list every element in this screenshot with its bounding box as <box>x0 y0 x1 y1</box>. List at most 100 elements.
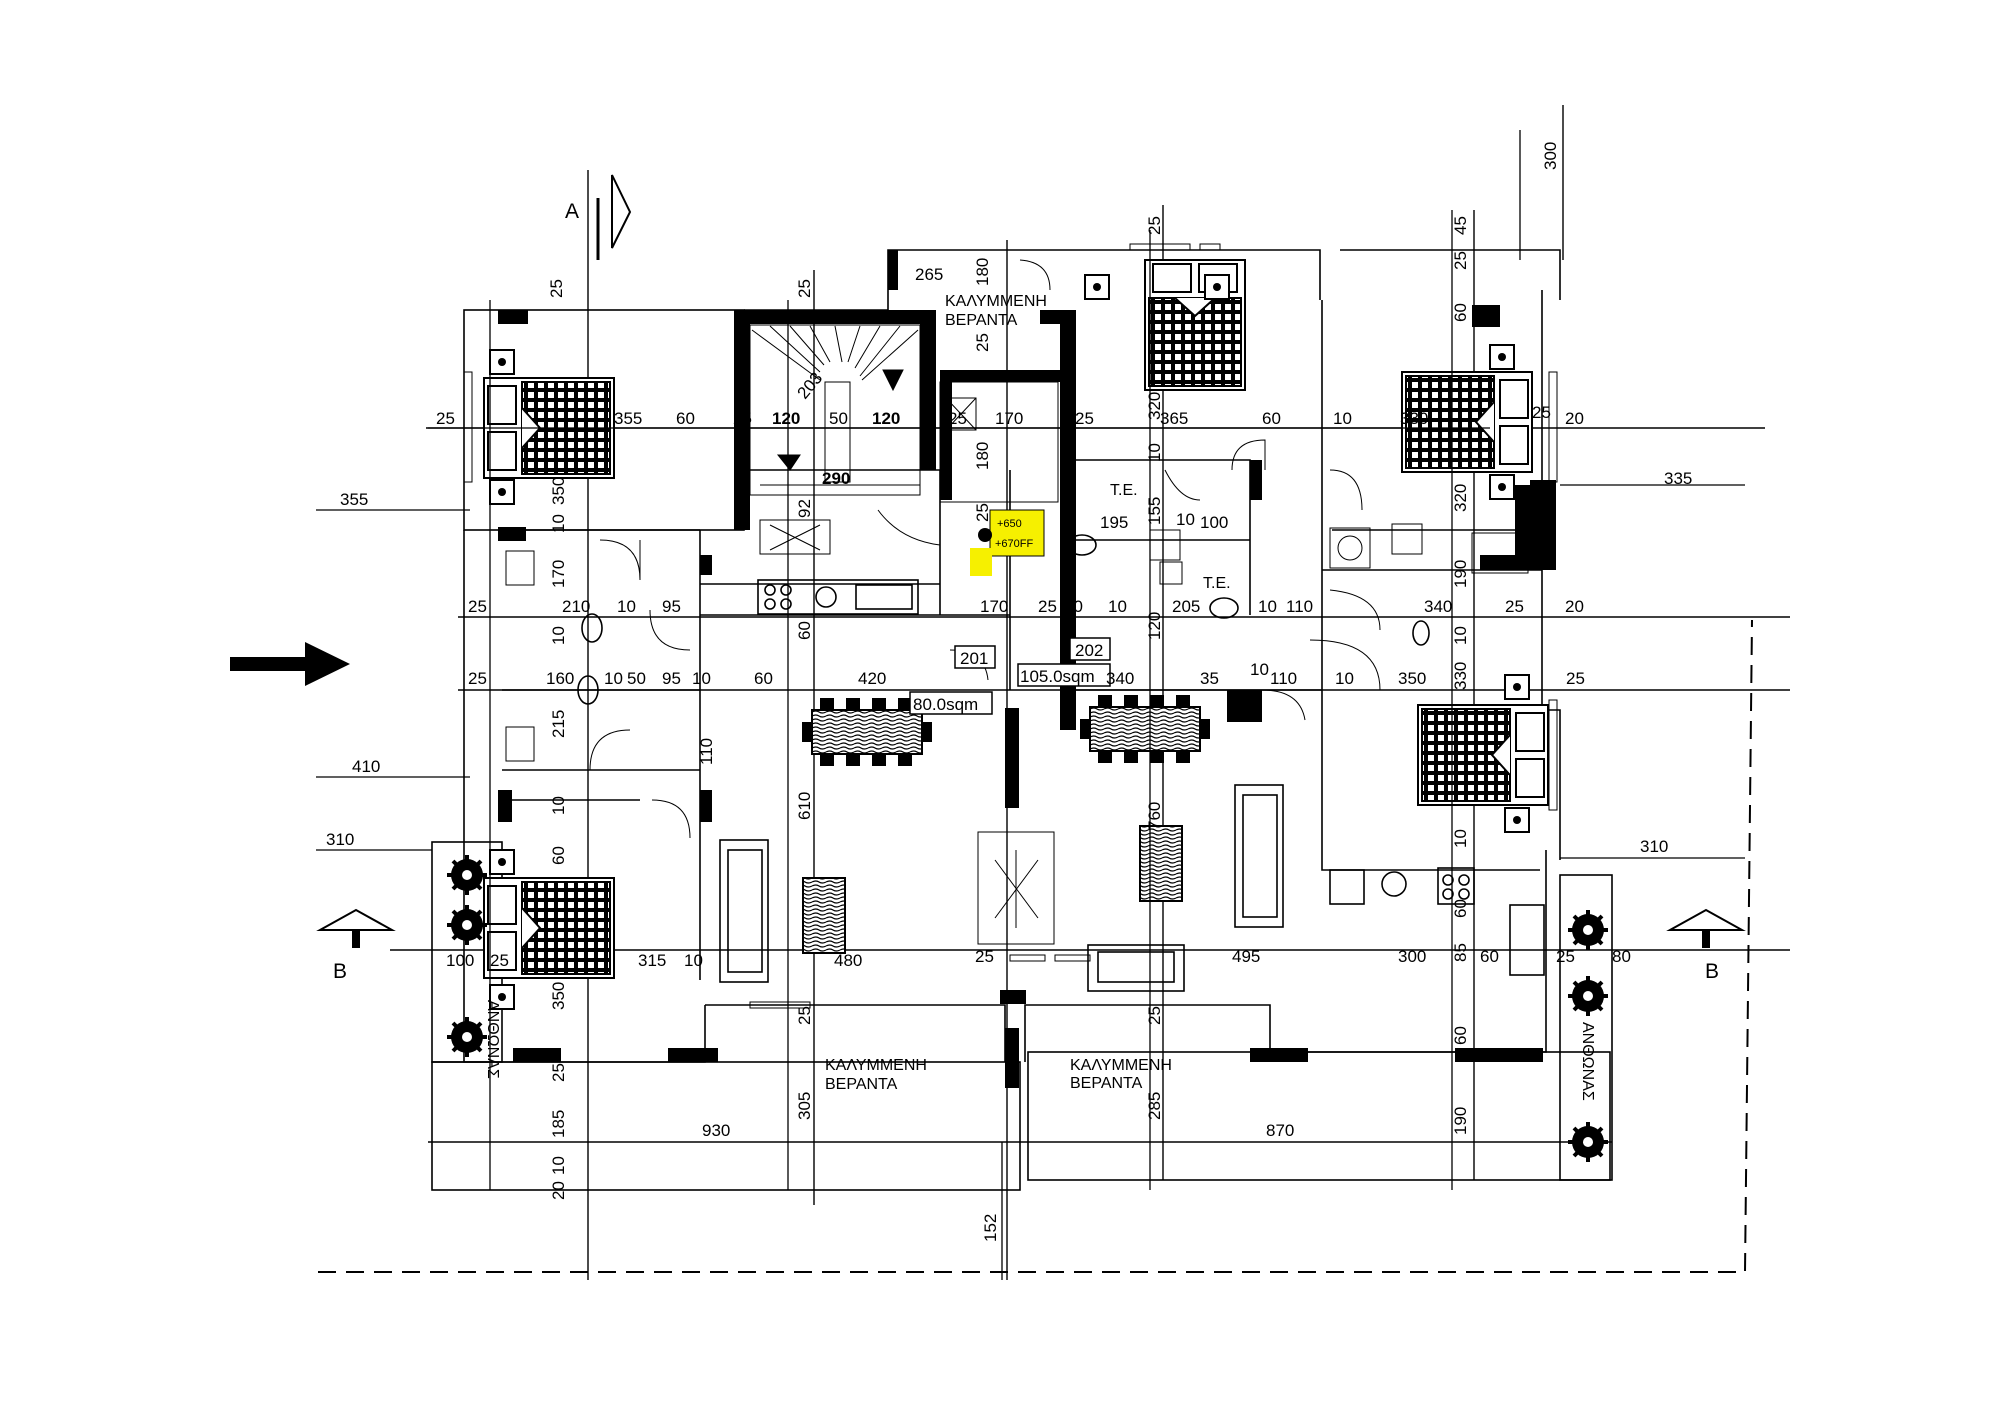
svg-text:25: 25 <box>733 409 752 428</box>
svg-text:50: 50 <box>829 409 848 428</box>
entrance-arrow-icon <box>230 642 350 686</box>
svg-text:610: 610 <box>795 792 814 820</box>
svg-text:10: 10 <box>549 1156 568 1175</box>
flower-bed-label: ΑΝΘΩΝΑΣ <box>1579 1022 1596 1101</box>
svg-text:60: 60 <box>754 669 773 688</box>
svg-text:205: 205 <box>1172 597 1200 616</box>
veranda-top-label: ΚΑΛΥΜΜΕΝΗ <box>945 293 1047 310</box>
apartment-area: 105.0sqm <box>1020 667 1095 686</box>
svg-text:ΒΕΡΑΝΤΑ: ΒΕΡΑΝΤΑ <box>825 1076 898 1093</box>
svg-text:190: 190 <box>1451 1107 1470 1135</box>
svg-text:25: 25 <box>973 503 992 522</box>
svg-text:25: 25 <box>549 1063 568 1082</box>
section-label-b-left: B <box>333 960 347 983</box>
svg-text:305: 305 <box>795 1092 814 1120</box>
svg-text:210: 210 <box>562 597 590 616</box>
svg-text:+670FF: +670FF <box>995 538 1033 550</box>
svg-text:25: 25 <box>975 947 994 966</box>
elevator-icon <box>939 381 1059 503</box>
svg-text:10: 10 <box>617 597 636 616</box>
svg-text:170: 170 <box>549 560 568 588</box>
svg-text:10: 10 <box>1250 660 1269 679</box>
svg-text:10: 10 <box>1333 409 1352 428</box>
svg-text:10: 10 <box>1451 829 1470 848</box>
rug-icon <box>802 825 1183 954</box>
svg-text:25: 25 <box>1075 409 1094 428</box>
svg-text:365: 365 <box>1160 409 1188 428</box>
svg-text:95: 95 <box>662 669 681 688</box>
apartment-number: 202 <box>1075 641 1103 660</box>
svg-text:45: 45 <box>1451 216 1470 235</box>
svg-text:25: 25 <box>1451 251 1470 270</box>
room-labels: ΚΑΛΥΜΜΕΝΗ ΒΕΡΑΝΤΑ ΚΑΛΥΜΜΕΝΗ ΒΕΡΑΝΤΑ ΚΑΛΥ… <box>484 293 1596 1101</box>
svg-text:25: 25 <box>1566 669 1585 688</box>
svg-text:285: 285 <box>1145 1092 1164 1120</box>
svg-text:290: 290 <box>822 469 850 488</box>
svg-text:10: 10 <box>1108 597 1127 616</box>
svg-text:ΒΕΡΑΝΤΑ: ΒΕΡΑΝΤΑ <box>945 312 1018 329</box>
svg-text:25: 25 <box>1145 1006 1164 1025</box>
svg-text:90: 90 <box>1064 597 1083 616</box>
svg-text:335: 335 <box>1664 469 1692 488</box>
svg-text:25: 25 <box>1532 403 1551 422</box>
svg-text:25: 25 <box>436 409 455 428</box>
apartment-tags: 201 202 80.0sqm 105.0sqm <box>909 637 1111 715</box>
svg-text:20: 20 <box>549 1181 568 1200</box>
svg-text:20: 20 <box>1565 597 1584 616</box>
section-label-a: A <box>565 200 579 223</box>
veranda-bottom-right-label: ΚΑΛΥΜΜΕΝΗ <box>1070 1057 1172 1074</box>
svg-text:10: 10 <box>604 669 623 688</box>
svg-text:320: 320 <box>1145 392 1164 420</box>
svg-text:350: 350 <box>549 477 568 505</box>
svg-text:330: 330 <box>1400 409 1428 428</box>
svg-text:60: 60 <box>549 846 568 865</box>
section-marker-icon: A <box>565 174 632 260</box>
svg-text:95: 95 <box>662 597 681 616</box>
svg-text:100: 100 <box>1200 513 1228 532</box>
svg-text:180: 180 <box>973 442 992 470</box>
svg-text:330: 330 <box>1451 662 1470 690</box>
svg-text:60: 60 <box>1480 947 1499 966</box>
svg-text:300: 300 <box>1541 142 1560 170</box>
svg-text:60: 60 <box>676 409 695 428</box>
dimension-text: 300 25 45 265 180 25 25 25 60 25 25 355 … <box>326 142 1692 1242</box>
svg-text:170: 170 <box>980 597 1008 616</box>
svg-text:10: 10 <box>684 951 703 970</box>
svg-text:85: 85 <box>1451 943 1470 962</box>
svg-text:355: 355 <box>614 409 642 428</box>
svg-text:25: 25 <box>1038 597 1057 616</box>
svg-text:92: 92 <box>795 499 814 518</box>
columns <box>498 250 1556 1088</box>
svg-text:480: 480 <box>834 951 862 970</box>
svg-text:170: 170 <box>995 409 1023 428</box>
svg-text:350: 350 <box>549 982 568 1010</box>
svg-text:320: 320 <box>1451 484 1470 512</box>
svg-text:60: 60 <box>1451 1026 1470 1045</box>
te-label: T.E. <box>1203 575 1231 592</box>
svg-text:120: 120 <box>1145 612 1164 640</box>
svg-text:100: 100 <box>446 951 474 970</box>
svg-text:60: 60 <box>795 621 814 640</box>
svg-text:10: 10 <box>1258 597 1277 616</box>
washing-machine-icon <box>759 519 831 555</box>
toilet-icon <box>577 534 1430 705</box>
svg-text:10: 10 <box>1145 443 1164 462</box>
svg-text:80: 80 <box>1612 947 1631 966</box>
svg-text:25: 25 <box>973 333 992 352</box>
svg-text:155: 155 <box>1145 497 1164 525</box>
svg-text:20: 20 <box>1565 409 1584 428</box>
level-tag: +650 +670FF <box>970 509 1045 576</box>
windows <box>463 243 1558 1009</box>
svg-text:25: 25 <box>795 1006 814 1025</box>
svg-text:110: 110 <box>697 738 716 765</box>
svg-text:10: 10 <box>549 796 568 815</box>
veranda-bottom-left-label: ΚΑΛΥΜΜΕΝΗ <box>825 1057 927 1074</box>
flower-bed-label: ΑΝΘΩΝΑΣ <box>484 1000 501 1079</box>
svg-text:25: 25 <box>468 669 487 688</box>
staircase <box>749 324 921 496</box>
sofa-icon <box>719 784 1284 992</box>
te-label: T.E. <box>1110 482 1138 499</box>
svg-text:495: 495 <box>1232 947 1260 966</box>
svg-text:60: 60 <box>1262 409 1281 428</box>
svg-text:10: 10 <box>1335 669 1354 688</box>
